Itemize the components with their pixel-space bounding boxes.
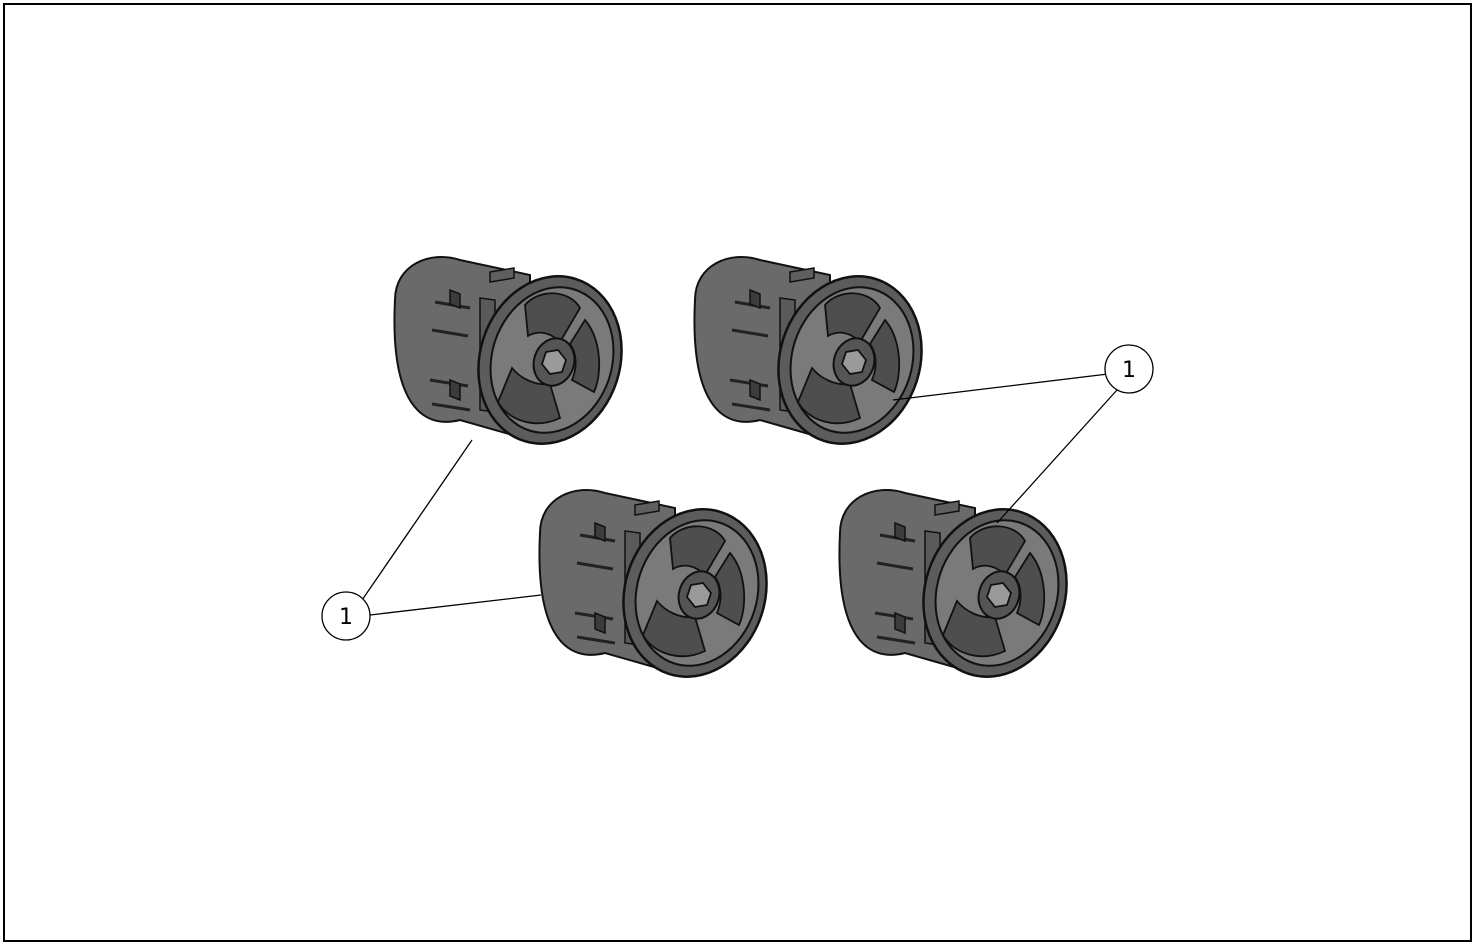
leader-line-left-bottom [369,594,542,616]
leader-line-right-bottom [996,389,1118,524]
callout-label: 1 [1122,358,1136,383]
leader-line-right-top [892,373,1109,401]
plug-bottom-right [837,488,1090,697]
callout-circle [1104,344,1154,394]
drawing-frame [3,3,1472,942]
plug-bottom-left [537,488,790,697]
callout-circle [321,591,371,641]
callout-label: 1 [339,605,353,630]
leader-line-left-top [359,439,473,604]
plug-top-right [692,255,945,464]
callout-left: 1 [321,591,371,641]
plug-top-left [392,255,645,464]
callout-right: 1 [1104,344,1154,394]
leader-lines [359,373,1118,616]
